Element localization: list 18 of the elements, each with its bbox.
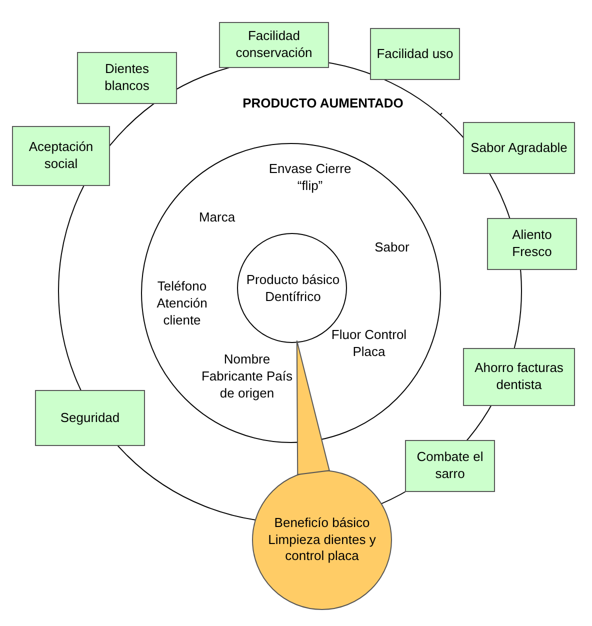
sector-label: Sabor (374, 240, 410, 256)
callout-pointer (296, 340, 330, 476)
benefit-card: Ahorro facturas dentista (463, 348, 575, 406)
sector-label: Fluor Control Placa (330, 327, 408, 361)
benefit-card: Seguridad (35, 390, 145, 446)
callout-bubble: Beneficío básico Limpieza dientes y control placa (252, 470, 392, 610)
core-label: Producto básico Dentífrico (245, 272, 341, 306)
benefit-card: Sabor Agradable (463, 122, 575, 174)
sector-label: Marca (198, 210, 236, 226)
benefit-card: Facilidad uso (370, 28, 460, 80)
benefit-card: Aceptación social (12, 126, 110, 186)
benefit-card: Facilidad conservación (219, 22, 329, 68)
benefit-card: Aliento Fresco (487, 218, 577, 270)
sector-label: Teléfono Atención cliente (156, 278, 208, 330)
sector-label: Envase Cierre “flip” (268, 161, 352, 195)
ring-title: PRODUCTO AUMENTADO (242, 96, 404, 112)
sector-label: Nombre Fabricante País de origen (200, 352, 294, 402)
benefit-card: Dientes blancos (77, 52, 177, 104)
